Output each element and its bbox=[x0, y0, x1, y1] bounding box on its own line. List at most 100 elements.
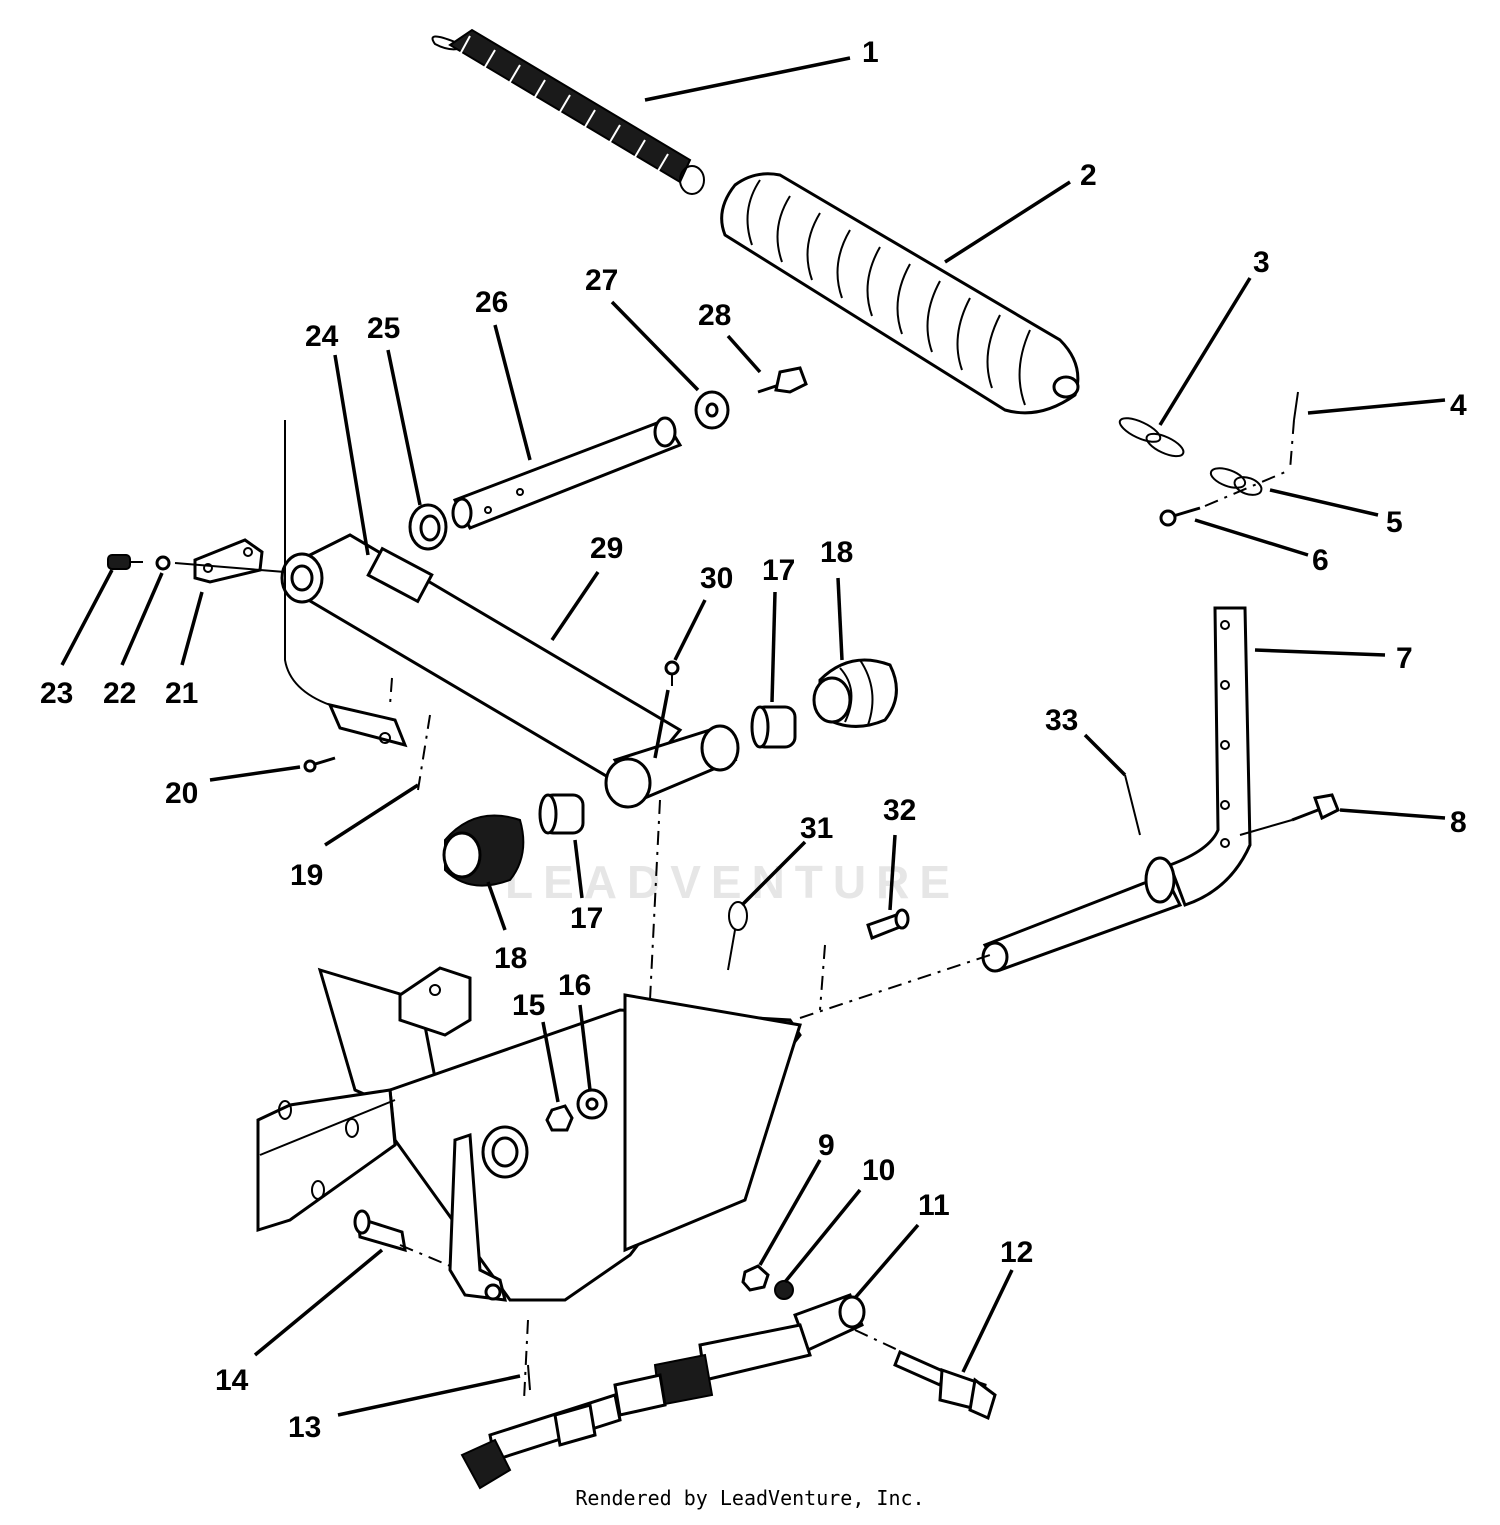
clevis-pin bbox=[1159, 506, 1201, 527]
callout-13: 13 bbox=[288, 1411, 321, 1444]
leader-6 bbox=[1194, 518, 1309, 557]
callout-31: 31 bbox=[800, 812, 833, 845]
leader-21 bbox=[180, 591, 204, 666]
callout-6: 6 bbox=[1312, 544, 1329, 577]
callout-18-upper: 18 bbox=[820, 536, 853, 569]
leader-17a bbox=[770, 591, 777, 703]
lift-lever bbox=[1168, 606, 1252, 907]
callout-30: 30 bbox=[700, 562, 733, 595]
callout-20: 20 bbox=[165, 777, 198, 810]
leader-18a bbox=[836, 577, 844, 661]
axis-pin-32 bbox=[819, 944, 826, 1011]
leader-18b bbox=[486, 881, 507, 931]
leader-5 bbox=[1269, 488, 1379, 517]
callout-11: 11 bbox=[918, 1189, 950, 1222]
callout-29: 29 bbox=[590, 532, 623, 565]
screw-23 bbox=[107, 554, 143, 570]
pivot-shaft bbox=[451, 416, 683, 530]
callout-5: 5 bbox=[1386, 506, 1403, 539]
callout-9: 9 bbox=[818, 1129, 835, 1162]
chain-link bbox=[1118, 417, 1185, 458]
boot-18-upper bbox=[812, 658, 898, 728]
axis-bolt-12 bbox=[854, 1329, 903, 1353]
callout-16: 16 bbox=[558, 969, 591, 1002]
leader-14 bbox=[253, 1248, 384, 1357]
callout-18-lower: 18 bbox=[494, 942, 527, 975]
pin-32 bbox=[866, 908, 910, 940]
frame-bracket bbox=[256, 966, 802, 1302]
callout-15: 15 bbox=[512, 989, 545, 1022]
callout-26: 26 bbox=[475, 286, 508, 319]
link-line-21 bbox=[174, 562, 286, 573]
leader-26 bbox=[493, 324, 532, 461]
axis-arm-to-frame bbox=[649, 799, 661, 1001]
leader-33 bbox=[1083, 733, 1127, 777]
leader-16 bbox=[578, 1004, 592, 1091]
bolt-8 bbox=[1291, 793, 1340, 822]
callout-3: 3 bbox=[1253, 246, 1270, 279]
axis-lever-to-frame bbox=[799, 954, 991, 1019]
leader-28 bbox=[726, 334, 762, 374]
arm-tube bbox=[604, 724, 740, 809]
callout-22: 22 bbox=[103, 677, 136, 710]
grease-fitting bbox=[664, 660, 680, 686]
callout-2: 2 bbox=[1080, 159, 1097, 192]
clevis-pin-20 bbox=[303, 756, 336, 773]
lever-axis bbox=[1239, 819, 1293, 836]
axis-pin-14 bbox=[399, 1244, 456, 1269]
leader-30b bbox=[653, 689, 670, 759]
leader-4 bbox=[1307, 398, 1446, 415]
lever-shaft bbox=[981, 856, 1183, 973]
spring-boot bbox=[720, 172, 1080, 415]
callout-25: 25 bbox=[367, 312, 400, 345]
leader-30 bbox=[673, 599, 707, 661]
callout-32: 32 bbox=[883, 794, 916, 827]
leader-15 bbox=[541, 1021, 560, 1103]
callout-4: 4 bbox=[1450, 389, 1467, 422]
shoulder-bolt-12 bbox=[893, 1349, 997, 1421]
callout-17-lower: 17 bbox=[570, 902, 603, 935]
pivot-pin-14 bbox=[353, 1209, 407, 1253]
s-hook-links bbox=[1209, 467, 1263, 496]
callout-8: 8 bbox=[1450, 806, 1467, 839]
hex-bolt-28 bbox=[757, 366, 808, 394]
lock-washer-22 bbox=[155, 555, 171, 571]
adjuster-rod bbox=[460, 1293, 866, 1490]
pin-axis-19 bbox=[417, 714, 431, 791]
callout-19: 19 bbox=[290, 859, 323, 892]
extension-spring bbox=[431, 28, 705, 195]
bracket-21 bbox=[193, 538, 264, 584]
axis-cotter-13 bbox=[523, 1319, 529, 1401]
leader-31 bbox=[740, 840, 807, 907]
leader-1 bbox=[644, 56, 851, 102]
callout-23: 23 bbox=[40, 677, 73, 710]
callout-10: 10 bbox=[862, 1154, 895, 1187]
leader-19 bbox=[324, 783, 419, 847]
washer-16 bbox=[576, 1088, 608, 1120]
footer-credit: Rendered by LeadVenture, Inc. bbox=[575, 1486, 925, 1510]
cotter-pin bbox=[1293, 391, 1299, 421]
leader-29 bbox=[550, 571, 600, 641]
hairpin-31 bbox=[727, 901, 748, 971]
leader-13 bbox=[337, 1374, 521, 1417]
leader-8 bbox=[1339, 808, 1446, 820]
shaft-bushing bbox=[408, 503, 448, 551]
lock-washer-10 bbox=[774, 1280, 794, 1300]
cotter-pin-13 bbox=[527, 1364, 531, 1391]
leader-27 bbox=[610, 300, 700, 392]
leader-17b bbox=[573, 839, 584, 899]
leader-9 bbox=[758, 1159, 822, 1266]
callout-12: 12 bbox=[1000, 1236, 1033, 1269]
bushing-17-lower bbox=[538, 793, 585, 835]
hex-nut-9 bbox=[741, 1264, 770, 1292]
boot-18-lower bbox=[442, 814, 525, 887]
callout-33: 33 bbox=[1045, 704, 1078, 737]
callout-27: 27 bbox=[585, 264, 618, 297]
flat-washer-27 bbox=[694, 390, 730, 430]
leader-10 bbox=[783, 1188, 862, 1284]
leader-24 bbox=[333, 354, 370, 556]
callout-28: 28 bbox=[698, 299, 731, 332]
leader-2 bbox=[944, 180, 1071, 264]
callout-24: 24 bbox=[305, 320, 339, 353]
